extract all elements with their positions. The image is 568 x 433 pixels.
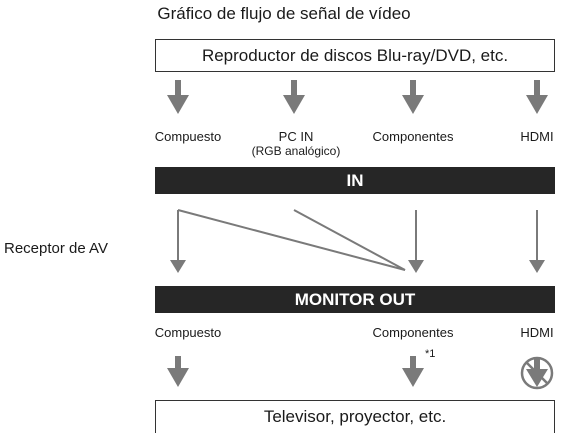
down-arrow-icon: [283, 80, 305, 114]
footnote-marker: *1: [425, 348, 436, 360]
down-arrow-icon: [167, 356, 189, 387]
destination-device-box: Televisor, proyector, etc.: [155, 400, 555, 433]
input-label-pc-in-sub: (RGB analógico): [251, 144, 341, 158]
no-output-arrow-icon: [520, 356, 554, 390]
composite-to-component-line: [177, 209, 406, 271]
pc-in-to-component-line: [293, 209, 406, 271]
output-label-hdmi: HDMI: [520, 325, 554, 340]
input-label-pc-in: PC IN: [278, 129, 314, 144]
source-device-box: Reproductor de discos Blu-ray/DVD, etc.: [155, 39, 555, 72]
output-label-component: Componentes: [372, 325, 454, 340]
down-arrow-icon: [526, 80, 548, 114]
hdmi-passthrough-line: [529, 210, 545, 273]
down-arrow-icon: [402, 356, 424, 387]
input-label-component: Componentes: [372, 129, 454, 144]
output-label-composite: Compuesto: [154, 325, 222, 340]
component-passthrough-line: [408, 210, 424, 273]
down-arrow-icon: [167, 80, 189, 114]
input-label-composite: Compuesto: [154, 129, 222, 144]
av-receiver-label: Receptor de AV: [4, 240, 108, 257]
diagram-title: Gráfico de flujo de señal de vídeo: [157, 4, 411, 23]
monitor-out-bar: MONITOR OUT: [155, 286, 555, 313]
down-arrow-icon: [402, 80, 424, 114]
composite-passthrough-line: [170, 210, 186, 273]
in-bar: IN: [155, 167, 555, 194]
input-label-hdmi: HDMI: [520, 129, 554, 144]
